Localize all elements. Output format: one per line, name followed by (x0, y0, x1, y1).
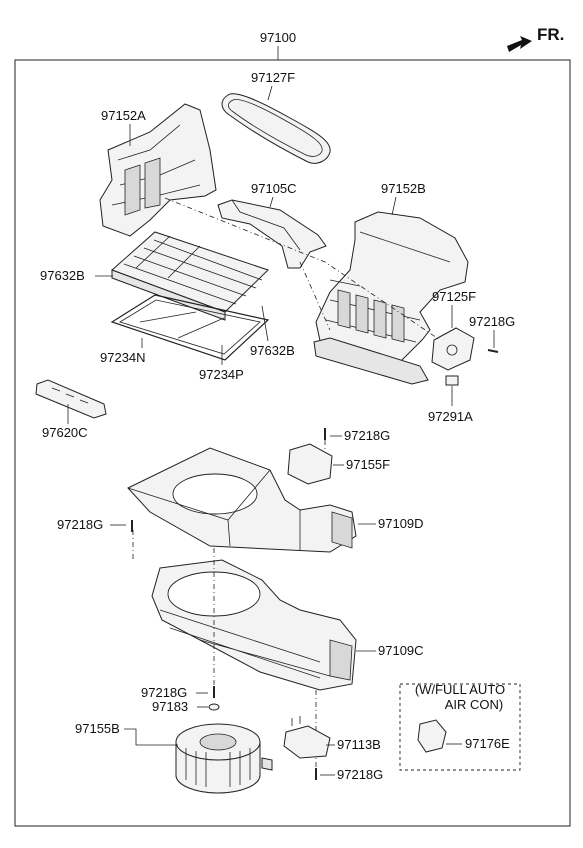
part-97155B-blower-motor (175, 723, 273, 794)
label-97632B-top: 97632B (40, 268, 85, 283)
part-97234-filter-frame (110, 294, 270, 361)
label-97105C: 97105C (251, 181, 297, 196)
part-97155F-module (287, 443, 333, 485)
front-arrow-icon (507, 36, 532, 52)
part-97152B-case (313, 211, 469, 385)
front-direction-label: FR. (537, 25, 564, 44)
part-97176E-sensor (417, 719, 447, 753)
part-97183-clip (208, 703, 220, 711)
part-97113B-resistor (283, 716, 331, 759)
label-97155F: 97155F (346, 457, 390, 472)
label-97234N: 97234N (100, 350, 146, 365)
label-97620C: 97620C (42, 425, 88, 440)
part-97632B-filter-top (111, 231, 269, 321)
label-97125F: 97125F (432, 289, 476, 304)
label-97291A: 97291A (428, 409, 473, 424)
label-97152A: 97152A (101, 108, 146, 123)
option-box-line1: (W/FULL AUTO (415, 682, 505, 697)
part-97218G-screw-a (487, 349, 499, 353)
label-97183: 97183 (152, 699, 188, 714)
option-box-full-auto-aircon: (W/FULL AUTO AIR CON) 97176E (399, 682, 521, 771)
label-97109D: 97109D (378, 516, 424, 531)
label-97127F: 97127F (251, 70, 295, 85)
front-direction-indicator: FR. (507, 25, 564, 52)
assembly-frame (14, 59, 571, 827)
part-97152A-case (99, 103, 217, 237)
option-box-line2: AIR CON) (445, 697, 504, 712)
part-97125F-actuator (431, 327, 475, 371)
label-97234P: 97234P (199, 367, 244, 382)
label-97113B: 97113B (337, 737, 381, 752)
label-97218G-e: 97218G (337, 767, 383, 782)
label-97218G-a: 97218G (469, 314, 515, 329)
part-97127F-seal (221, 93, 331, 164)
part-97291A-clip (445, 375, 459, 386)
label-97152B: 97152B (381, 181, 426, 196)
label-97109C: 97109C (378, 643, 424, 658)
label-97176E: 97176E (465, 736, 510, 751)
assembly-number: 97100 (260, 30, 296, 45)
part-97620C-bracket (35, 379, 107, 419)
label-97218G-d: 97218G (141, 685, 187, 700)
part-97109C-case (151, 559, 357, 691)
part-97109D-case (127, 447, 357, 553)
label-97218G-c: 97218G (57, 517, 103, 532)
label-97155B: 97155B (75, 721, 120, 736)
part-97105C-duct (217, 199, 327, 269)
label-97218G-b: 97218G (344, 428, 390, 443)
label-97632B-bottom: 97632B (250, 343, 295, 358)
